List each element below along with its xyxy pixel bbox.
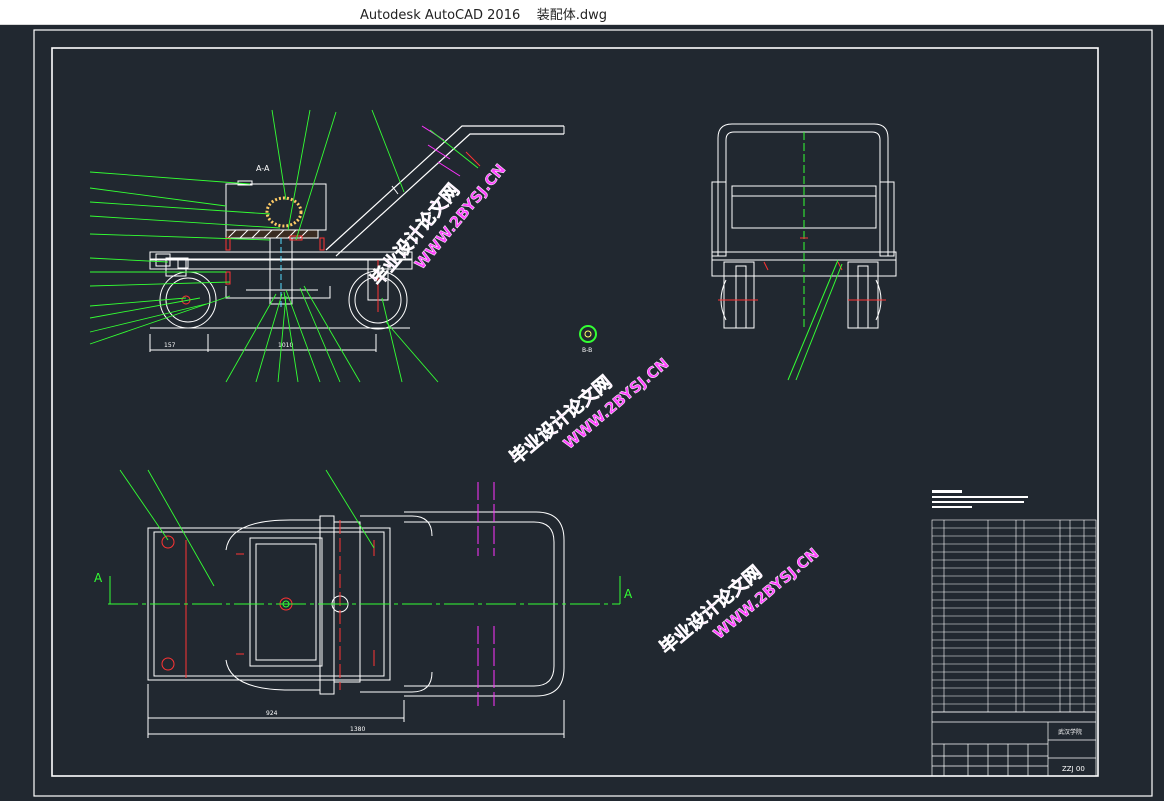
- drawing-canvas[interactable]: A-A: [0, 24, 1164, 801]
- leader-lines-section: [89, 109, 479, 383]
- section-view-aa[interactable]: A-A: [149, 125, 565, 352]
- cut-label-right: A: [624, 587, 633, 601]
- parts-list-table: [931, 519, 1097, 713]
- title-block-school: 武汉学院: [1058, 728, 1082, 736]
- dim-wheel-span: 1010: [278, 342, 293, 349]
- side-view[interactable]: [711, 123, 897, 381]
- watermark-2: 毕业设计论文网 WWW.2BYSJ.CN: [505, 354, 672, 469]
- dim-left-offset: 157: [164, 342, 176, 349]
- title-block: 武汉学院 ZZJ 00: [931, 711, 1097, 777]
- title-block-drawing-no: ZZJ 00: [1062, 765, 1085, 773]
- top-view[interactable]: A A 924 1380: [94, 482, 633, 738]
- sheet-inner-border: [51, 47, 1099, 777]
- watermark-1: 毕业设计论文网 WWW.2BYSJ.CN: [366, 160, 510, 290]
- cut-label-left: A: [94, 571, 103, 585]
- dim-overall-length: 1380: [350, 726, 365, 733]
- sheet-outer-border: [33, 29, 1153, 797]
- detail-view-bb[interactable]: B-B: [579, 325, 597, 354]
- leader-lines-top: [119, 469, 375, 587]
- window-title-bar: Autodesk AutoCAD 2016 装配体.dwg: [0, 0, 1164, 25]
- tech-notes: [932, 490, 1028, 508]
- detail-bb-label: B-B: [582, 347, 592, 354]
- window-title: Autodesk AutoCAD 2016 装配体.dwg: [360, 4, 607, 23]
- file-name: 装配体.dwg: [536, 8, 608, 23]
- section-aa-label: A-A: [256, 164, 270, 173]
- app-name: Autodesk AutoCAD 2016: [360, 8, 521, 23]
- watermark-3: 毕业设计论文网 WWW.2BYSJ.CN: [655, 544, 822, 659]
- parts-list-rows: [932, 527, 1096, 705]
- dim-inner-length: 924: [266, 710, 278, 717]
